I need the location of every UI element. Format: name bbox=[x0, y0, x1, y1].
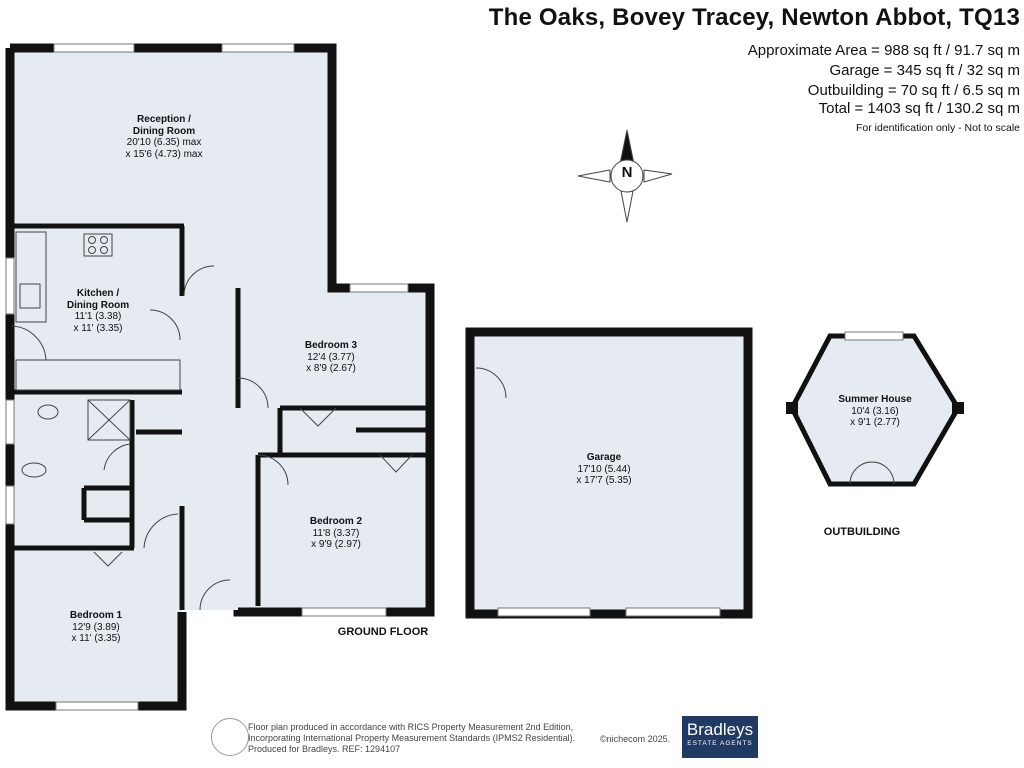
outbuilding-area: Outbuilding = 70 sq ft / 6.5 sq m bbox=[807, 82, 1020, 99]
compass bbox=[577, 129, 673, 223]
garage-area: Garage = 345 sq ft / 32 sq m bbox=[829, 62, 1020, 79]
approx-area: Approximate Area = 988 sq ft / 91.7 sq m bbox=[747, 42, 1020, 59]
garage-plan bbox=[465, 327, 753, 619]
kitchen-counter bbox=[15, 231, 181, 478]
windows bbox=[5, 43, 409, 711]
interior-walls bbox=[10, 223, 430, 610]
room-bedroom1: Bedroom 1 12'9 (3.89)x 11' (3.35) bbox=[69, 610, 123, 644]
room-garage: Garage 17'10 (5.44)x 17'7 (5.35) bbox=[576, 452, 632, 486]
room-summer-house: Summer House 10'4 (3.16)x 9'1 (2.77) bbox=[838, 394, 912, 428]
summer-house-plan bbox=[786, 331, 964, 487]
room-bedroom3: Bedroom 3 12'4 (3.77)x 8'9 (2.67) bbox=[304, 340, 358, 374]
door-swings bbox=[11, 265, 413, 611]
ground-floor-label: GROUND FLOOR bbox=[337, 626, 429, 638]
outbuilding-label: OUTBUILDING bbox=[823, 526, 901, 538]
north-indicator: N bbox=[621, 164, 633, 181]
copyright: ©nichecom 2025. bbox=[600, 734, 671, 744]
footer-text: Floor plan produced in accordance with R… bbox=[248, 722, 576, 754]
person-icon bbox=[211, 718, 249, 756]
room-kitchen: Kitchen /Dining Room 11'1 (3.38)x 11' (3… bbox=[66, 288, 130, 334]
property-title: The Oaks, Bovey Tracey, Newton Abbot, TQ… bbox=[488, 4, 1020, 31]
house-floor bbox=[10, 48, 430, 708]
room-bedroom2: Bedroom 2 11'8 (3.37)x 9'9 (2.97) bbox=[309, 516, 363, 550]
disclaimer: For identification only - Not to scale bbox=[856, 122, 1020, 134]
bradleys-logo: Bradleys ESTATE AGENTS bbox=[682, 716, 758, 758]
total-area: Total = 1403 sq ft / 130.2 sq m bbox=[818, 100, 1020, 117]
